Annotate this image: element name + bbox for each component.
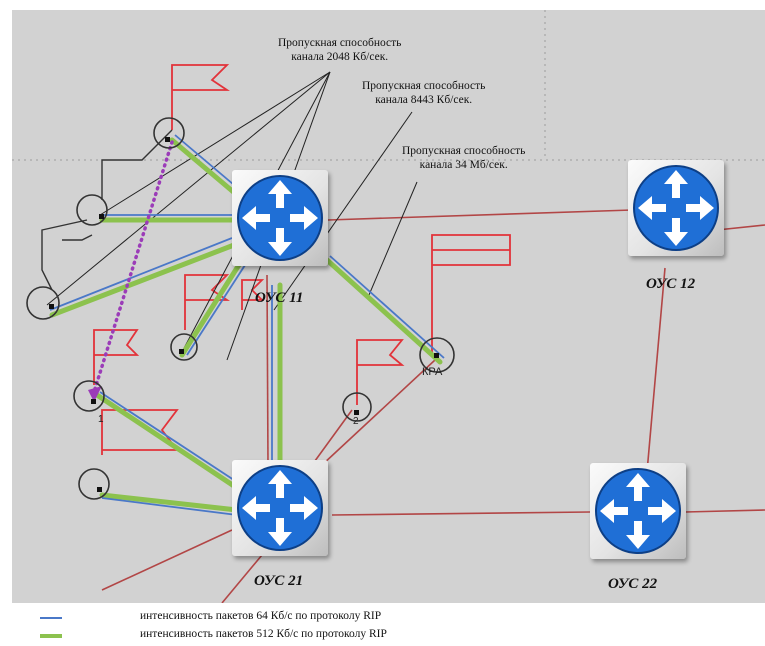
pointer-34 [368, 181, 418, 296]
router-arrows-icon [633, 165, 719, 251]
flag-lower-left [101, 409, 179, 455]
rip64-lower [186, 261, 248, 356]
router-ous12[interactable] [628, 160, 724, 256]
rip-512-flows [49, 137, 443, 513]
legend-item-rip-64: интенсивность пакетов 64 Кб/с по протоко… [0, 610, 765, 626]
legend-text-rip-64: интенсивность пакетов 64 Кб/с по протоко… [140, 610, 382, 622]
router-label-ous22: ОУС 22 [608, 576, 658, 592]
network-links [12, 10, 765, 603]
node-label-1: 1 [98, 414, 104, 425]
flag-left-mid [184, 274, 230, 330]
node-label-kra: КРА [422, 366, 443, 378]
link-ous11-ous21-trunk [266, 274, 269, 466]
node-1 [73, 380, 105, 412]
pointer-2048-a [99, 71, 331, 216]
annotation-line: канала 8443 Кб/сек. [375, 94, 473, 106]
rip-64-flows [49, 134, 445, 516]
link-ous12-ous22 [646, 267, 666, 473]
rip512-top [169, 137, 240, 198]
annotation-capacity-8443: Пропускная способность канала 8443 Кб/се… [362, 79, 485, 107]
annotation-line: канала 2048 Кб/сек. [291, 51, 389, 63]
rip64-kra [329, 255, 445, 359]
dotted-path-arrow [88, 386, 102, 402]
flag-top [171, 64, 230, 130]
annotation-capacity-2048: Пропускная способность канала 2048 Кб/се… [278, 36, 401, 64]
flags [93, 64, 511, 455]
router-ous21[interactable] [232, 460, 328, 556]
node-kra [419, 337, 455, 373]
pointer-2048-b [46, 71, 331, 306]
router-ous22[interactable] [590, 463, 686, 559]
router-label-ous21: ОУС 21 [254, 573, 304, 589]
router-ous11[interactable] [232, 170, 328, 266]
node-2 [342, 392, 372, 422]
network-diagram: ОУС 11 ОУС 12 ОУС 21 [12, 10, 765, 603]
router-arrows-icon [237, 465, 323, 551]
flag-left [93, 329, 140, 385]
gateway-stub [62, 234, 93, 241]
link-ous21-kra [321, 359, 436, 466]
node-bottom [78, 468, 110, 500]
flag-kra [431, 234, 511, 355]
annotation-line: Пропускная способность [402, 145, 526, 157]
link-ous21-bottom [221, 554, 263, 603]
node-left [26, 286, 60, 320]
link-ous12-edge [716, 224, 765, 231]
router-label-ous11: ОУС 11 [255, 290, 304, 306]
rip64-top [174, 134, 241, 191]
trunk-links [101, 209, 765, 603]
flag-center [241, 279, 265, 310]
rip64-left [49, 237, 233, 311]
legend-text-rip-512: интенсивность пакетов 512 Кб/с по проток… [140, 628, 387, 640]
annotation-line: Пропускная способность [362, 80, 486, 92]
rip512-kra [324, 257, 443, 365]
gateway-left [41, 219, 88, 291]
flag-node2 [356, 339, 405, 405]
end-nodes [26, 117, 455, 500]
pointer-8443 [273, 111, 413, 311]
node-top [153, 117, 185, 149]
rip512-bottom [99, 492, 240, 513]
annotation-line: Пропускная способность [278, 37, 402, 49]
gateway-top [101, 129, 173, 200]
link-ous11-ous12 [327, 209, 633, 221]
rip512-node1 [94, 392, 240, 491]
link-ous21-node2 [311, 409, 353, 466]
rip512-left [49, 242, 237, 318]
rip64-node1 [99, 391, 241, 485]
router-label-ous12: ОУС 12 [646, 276, 696, 292]
node-dots [49, 137, 439, 492]
legend-swatch-rip-512 [40, 634, 62, 638]
link-ous21-ous22 [331, 511, 591, 516]
node-label-2: 2 [353, 416, 359, 427]
annotation-capacity-34: Пропускная способность канала 34 Мб/сек. [402, 144, 525, 172]
dotted-path [92, 140, 174, 394]
gateway-lines [41, 129, 173, 291]
router-arrows-icon [237, 175, 323, 261]
node-lower [170, 333, 198, 361]
node-mid-left [76, 194, 108, 226]
annotation-line: канала 34 Мб/сек. [419, 159, 508, 171]
router-arrows-icon [595, 468, 681, 554]
legend-swatch-rip-64 [40, 617, 62, 619]
rip64-bottom [101, 497, 238, 516]
rip512-lower [179, 257, 245, 358]
link-ous22-edge [684, 509, 765, 513]
legend-item-rip-512: интенсивность пакетов 512 Кб/с по проток… [0, 628, 765, 644]
link-ous21-bottom-left [101, 529, 233, 591]
